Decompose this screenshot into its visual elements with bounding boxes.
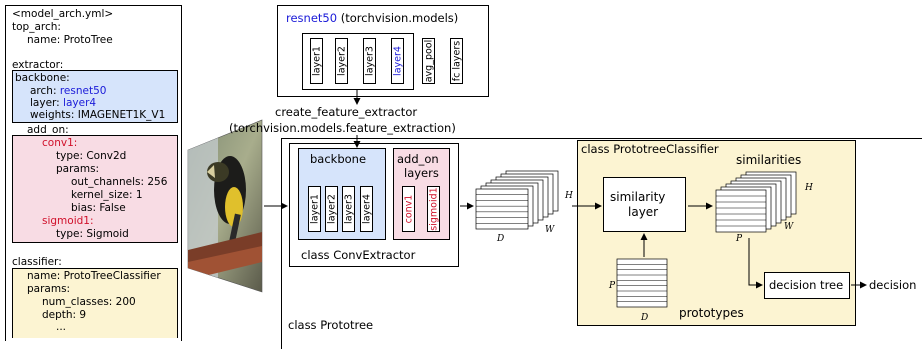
decision-output-label: decision bbox=[869, 278, 917, 292]
backbone-layer3: layer3 bbox=[342, 186, 355, 232]
addon-conv1: conv1 bbox=[402, 186, 415, 232]
config-header: <model_arch.yml> bbox=[12, 8, 114, 20]
feature-map-dim-d: D bbox=[497, 234, 505, 244]
resnet-avg-pool: avg_pool bbox=[422, 38, 435, 84]
config-classifier-section bbox=[12, 268, 178, 338]
resnet-layer3: layer3 bbox=[363, 38, 376, 84]
config-add-on-section bbox=[12, 135, 178, 243]
resnet-box bbox=[277, 5, 489, 97]
addon-sigmoid1: sigmoid1 bbox=[427, 186, 440, 232]
similarities-dim-p: P bbox=[736, 234, 743, 244]
config-top-arch-key: top_arch: bbox=[12, 21, 61, 33]
similarity-layer-line2: layer bbox=[628, 205, 659, 219]
config-arch-value: resnet50 bbox=[59, 85, 107, 97]
config-extractor-key: extractor: bbox=[12, 59, 64, 71]
config-panel bbox=[5, 5, 182, 341]
prototree-border bbox=[281, 138, 922, 349]
config-out-channels: out_channels: 256 bbox=[71, 176, 168, 188]
config-kernel-size: kernel_size: 1 bbox=[71, 189, 143, 201]
config-backbone-key: backbone: bbox=[15, 72, 70, 84]
config-backbone-section bbox=[12, 70, 178, 123]
similarities-dim-w: W bbox=[784, 222, 794, 232]
config-classifier-params-key: params: bbox=[27, 283, 71, 295]
resnet-title: resnet50 bbox=[286, 11, 338, 25]
config-conv1-key: conv1: bbox=[42, 137, 78, 149]
decision-tree-label: decision tree bbox=[769, 278, 844, 292]
config-sigmoid1-key: sigmoid1: bbox=[42, 215, 94, 227]
config-weights-line: weights: IMAGENET1K_V1 bbox=[30, 109, 166, 121]
config-arch-line: arch: resnet50 bbox=[30, 85, 106, 98]
config-depth: depth: 9 bbox=[42, 309, 87, 321]
prototree-label: class Prototree bbox=[288, 318, 374, 332]
resnet-layer4: layer4 bbox=[391, 38, 404, 84]
resnet-layer1: layer1 bbox=[310, 38, 323, 84]
similarities-dim-h: H bbox=[805, 183, 813, 193]
addon-label-line1: add_on bbox=[397, 152, 439, 166]
config-arch-key: arch: bbox=[30, 85, 60, 97]
resnet-title-line: resnet50 (torchvision.models) bbox=[286, 11, 458, 25]
config-sigmoid-type: type: Sigmoid bbox=[56, 228, 129, 240]
prototypes-dim-d: D bbox=[641, 313, 649, 323]
decision-tree-box bbox=[764, 272, 850, 299]
similarity-layer-line1: similarity bbox=[610, 190, 666, 204]
similarity-layer-box bbox=[603, 177, 686, 232]
config-layer-value: layer4 bbox=[63, 97, 97, 109]
classifier-label: class PrototreeClassifier bbox=[581, 142, 719, 156]
backbone-layer4: layer4 bbox=[360, 186, 373, 232]
conv-extractor-label: class ConvExtractor bbox=[301, 248, 416, 262]
backbone-label: backbone bbox=[310, 152, 367, 166]
similarities-label: similarities bbox=[736, 153, 802, 167]
conv-extractor-box bbox=[289, 143, 459, 267]
backbone-layer2: layer2 bbox=[325, 186, 338, 232]
resnet-layer2: layer2 bbox=[335, 38, 348, 84]
resnet-fc-layers: fc layers bbox=[450, 38, 463, 84]
feature-extractor-label-line2: (torchvision.models.feature_extraction) bbox=[229, 121, 456, 135]
prototypes-label: prototypes bbox=[679, 306, 744, 320]
resnet-subtitle: (torchvision.models) bbox=[337, 11, 459, 25]
config-num-classes: num_classes: 200 bbox=[42, 296, 136, 308]
config-conv1-type: type: Conv2d bbox=[56, 150, 127, 162]
addon-label-line2: layers bbox=[404, 166, 439, 180]
config-add-on-key: add_on: bbox=[27, 124, 69, 136]
config-layer-key: layer: bbox=[30, 97, 64, 109]
backbone-layer1: layer1 bbox=[308, 186, 321, 232]
feature-map-dim-h: H bbox=[565, 191, 573, 201]
prototypes-dim-p: P bbox=[609, 281, 616, 291]
config-conv1-params-key: params: bbox=[56, 163, 100, 175]
resnet-layers-group bbox=[302, 33, 414, 90]
config-top-arch-name: name: ProtoTree bbox=[27, 34, 113, 46]
config-bias: bias: False bbox=[71, 202, 126, 214]
config-ellipsis: ... bbox=[56, 321, 67, 333]
feature-extractor-label-line1: create_feature_extractor bbox=[275, 105, 418, 119]
config-classifier-key: classifier: bbox=[12, 256, 62, 268]
feature-map-dim-w: W bbox=[545, 225, 555, 235]
config-classifier-name: name: ProtoTreeClassifier bbox=[27, 270, 161, 282]
config-layer-line: layer: layer4 bbox=[30, 97, 96, 110]
